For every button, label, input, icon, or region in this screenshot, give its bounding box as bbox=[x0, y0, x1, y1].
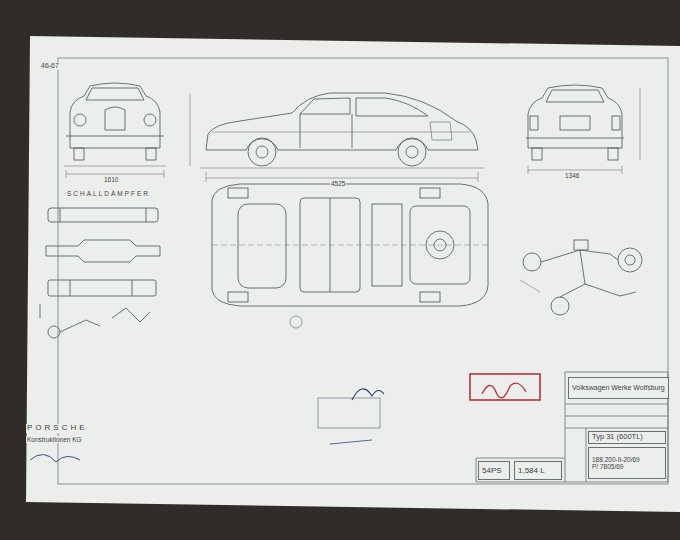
title-block-cell: 54PS bbox=[478, 461, 510, 480]
silencer-parts bbox=[40, 208, 160, 338]
title-block-text: Volkswagen Werke Wolfsburg bbox=[572, 384, 665, 392]
section-heading: SCHALLDÄMPFER bbox=[66, 190, 151, 197]
front-view bbox=[64, 83, 166, 178]
rear-view bbox=[526, 85, 640, 174]
maker-mark: Konstruktionen KG bbox=[26, 436, 83, 443]
title-block-frame bbox=[476, 372, 668, 482]
dimension-label: 1346 bbox=[564, 172, 580, 179]
maker-mark: PORSCHE bbox=[26, 424, 89, 433]
title-block-text: P/ 7805/69 bbox=[592, 463, 662, 470]
top-view bbox=[212, 184, 488, 328]
title-block-cell: 188.200-II-20/69P/ 7805/69 bbox=[588, 447, 666, 479]
car-drawings bbox=[40, 83, 642, 338]
title-block-text: 188.200-II-20/69 bbox=[592, 456, 662, 463]
title-block-cell: Volkswagen Werke Wolfsburg bbox=[568, 377, 669, 399]
title-block-cell: Typ 31 (600TL) bbox=[588, 431, 666, 444]
title-block-text: Typ 31 (600TL) bbox=[592, 433, 662, 442]
dimension-label: 4525 bbox=[330, 180, 346, 187]
dimension-label: 1610 bbox=[103, 176, 119, 183]
drawing-border bbox=[58, 58, 668, 484]
approval-stamps bbox=[30, 374, 540, 462]
dimension-label: 46-67 bbox=[40, 62, 60, 70]
title-block-text: 54PS bbox=[482, 466, 506, 475]
side-view bbox=[190, 93, 484, 182]
title-block-text: 1,584 L bbox=[518, 466, 558, 475]
brake-scheme bbox=[520, 240, 642, 315]
title-block-cell: 1,584 L bbox=[514, 461, 562, 480]
paper-sheet bbox=[26, 36, 680, 512]
